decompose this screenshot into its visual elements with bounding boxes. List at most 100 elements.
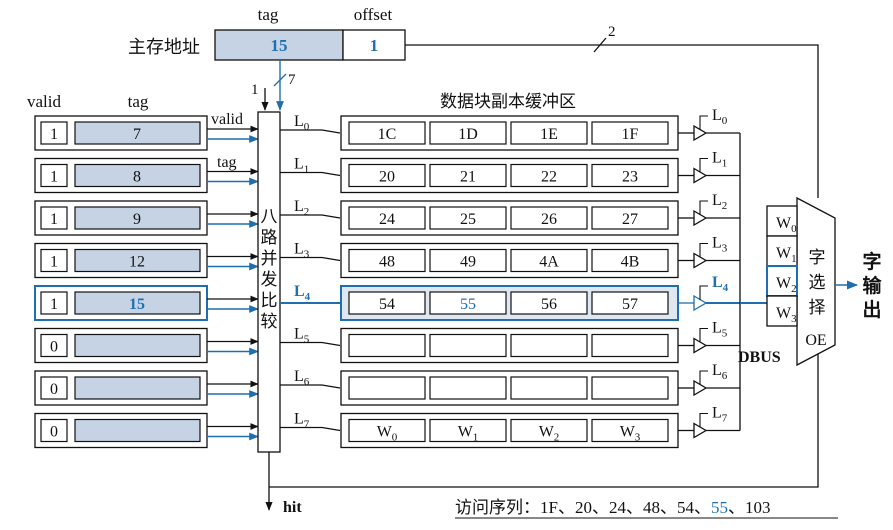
tag-cell bbox=[74, 206, 201, 230]
buffer-cell-value: 54 bbox=[379, 296, 395, 313]
enable-sub: 4 bbox=[723, 282, 729, 294]
buffer-cell-value: 49 bbox=[460, 254, 476, 271]
enable-letter: L bbox=[712, 107, 722, 124]
address-tag-value: 15 bbox=[271, 36, 288, 55]
input-label-tag: tag bbox=[217, 154, 237, 171]
select-line bbox=[280, 171, 341, 177]
buffer-cell-value: 56 bbox=[541, 296, 557, 313]
mux-char: 字 bbox=[809, 248, 826, 268]
address-tag-field bbox=[214, 29, 344, 61]
line-label-letter: L bbox=[294, 241, 304, 258]
oe-feedback-line bbox=[269, 343, 819, 488]
valid-value: 0 bbox=[50, 339, 58, 356]
enable-sub: 5 bbox=[722, 328, 728, 340]
enable-letter: L bbox=[712, 320, 722, 337]
buffer-cell-value: 25 bbox=[460, 211, 476, 228]
mux-char: 选 bbox=[809, 273, 826, 293]
address-label: 主存地址 bbox=[128, 37, 200, 58]
line-label-sub: 5 bbox=[304, 334, 310, 346]
line-label-letter: L bbox=[294, 326, 304, 343]
buffer-cell-value: W0 bbox=[377, 424, 398, 444]
buffer-cell-value: 1F bbox=[622, 126, 639, 143]
buffer-cell bbox=[510, 121, 588, 145]
line-label-letter: L bbox=[294, 156, 304, 173]
comparator-char: 八 bbox=[261, 207, 278, 227]
buffer-cell-value: 4B bbox=[621, 254, 640, 271]
buffer-cell bbox=[348, 206, 426, 230]
enable-letter: L bbox=[712, 192, 722, 209]
buffer-cell-value: 20 bbox=[379, 169, 395, 186]
line-label-letter: L bbox=[294, 113, 304, 130]
buffer-cell bbox=[591, 418, 669, 443]
buffer-cell-value: 57 bbox=[622, 296, 638, 313]
valid-value: 1 bbox=[50, 169, 58, 186]
buffer-cell bbox=[591, 206, 669, 230]
line-label: L5 bbox=[294, 326, 310, 346]
buffer-cell bbox=[591, 121, 669, 145]
sequence-prefix: 访问序列： bbox=[455, 498, 540, 518]
line-label: L0 bbox=[294, 113, 310, 133]
enable-line bbox=[699, 285, 708, 300]
sequence-item: 103 bbox=[745, 498, 771, 517]
tag-cell bbox=[74, 248, 201, 273]
buffer-cell bbox=[348, 418, 426, 443]
cell-text: 23 bbox=[622, 169, 638, 186]
enable-label: L3 bbox=[712, 235, 728, 255]
buffer-cell-value: 23 bbox=[622, 169, 638, 186]
line-label-letter: L bbox=[294, 368, 304, 385]
buffer-cell bbox=[591, 291, 669, 315]
dbus-label: DBUS bbox=[738, 349, 781, 366]
buffer-cell bbox=[591, 376, 669, 400]
line-label-sub: 6 bbox=[304, 376, 310, 388]
word-box bbox=[766, 295, 798, 327]
cell-text: 25 bbox=[460, 211, 476, 228]
enable-sub: 0 bbox=[722, 115, 728, 127]
sequence-separator: 、 bbox=[558, 498, 575, 518]
tag-cell bbox=[74, 121, 201, 145]
line-label-letter: L bbox=[294, 283, 305, 300]
buffer-cell bbox=[348, 291, 426, 315]
buffer-cell bbox=[591, 163, 669, 188]
address-tag-header: tag bbox=[258, 5, 279, 24]
tag-array-tag-header: tag bbox=[128, 92, 149, 111]
comparator-char: 发 bbox=[261, 270, 278, 290]
output-char: 输 bbox=[862, 274, 882, 297]
word-letter: W bbox=[776, 245, 792, 262]
cell-text: 55 bbox=[460, 296, 476, 313]
select-line bbox=[280, 256, 341, 262]
word-sub: 2 bbox=[791, 283, 797, 295]
output-char: 出 bbox=[862, 298, 881, 321]
tag-value: 9 bbox=[133, 211, 141, 228]
enable-sub: 7 bbox=[722, 413, 728, 425]
valid-cell bbox=[40, 206, 68, 230]
cell-text: W bbox=[620, 424, 636, 441]
tag-bus-width: 7 bbox=[288, 72, 296, 88]
cell-text: W bbox=[539, 424, 555, 441]
sequence-separator: 、 bbox=[626, 498, 643, 518]
buffer-cell bbox=[429, 206, 507, 230]
hit-label: hit bbox=[283, 499, 302, 516]
address-offset-header: offset bbox=[354, 5, 393, 24]
buffer-title: 数据块副本缓冲区 bbox=[440, 92, 576, 112]
sequence-item: 54 bbox=[677, 498, 695, 517]
offset-bus-line bbox=[405, 44, 819, 198]
buffer-cell bbox=[429, 248, 507, 273]
enable-label: L0 bbox=[712, 107, 728, 127]
word-label: W1 bbox=[776, 245, 797, 265]
buffer-cell bbox=[429, 333, 507, 358]
buffer-cell bbox=[348, 163, 426, 188]
buffer-cell-value: 48 bbox=[379, 254, 395, 271]
tag-value: 7 bbox=[133, 126, 141, 143]
offset-bus-width: 2 bbox=[608, 24, 616, 40]
enable-label: L6 bbox=[712, 362, 728, 382]
word-label: W3 bbox=[776, 305, 797, 325]
valid-cell bbox=[40, 248, 68, 273]
cell-sub: 0 bbox=[392, 432, 398, 444]
enable-label: L7 bbox=[712, 405, 728, 425]
tag-value: 15 bbox=[129, 296, 145, 313]
cell-sub: 3 bbox=[635, 432, 641, 444]
line-label-sub: 0 bbox=[304, 121, 310, 133]
buffer-cell-value: 21 bbox=[460, 169, 476, 186]
